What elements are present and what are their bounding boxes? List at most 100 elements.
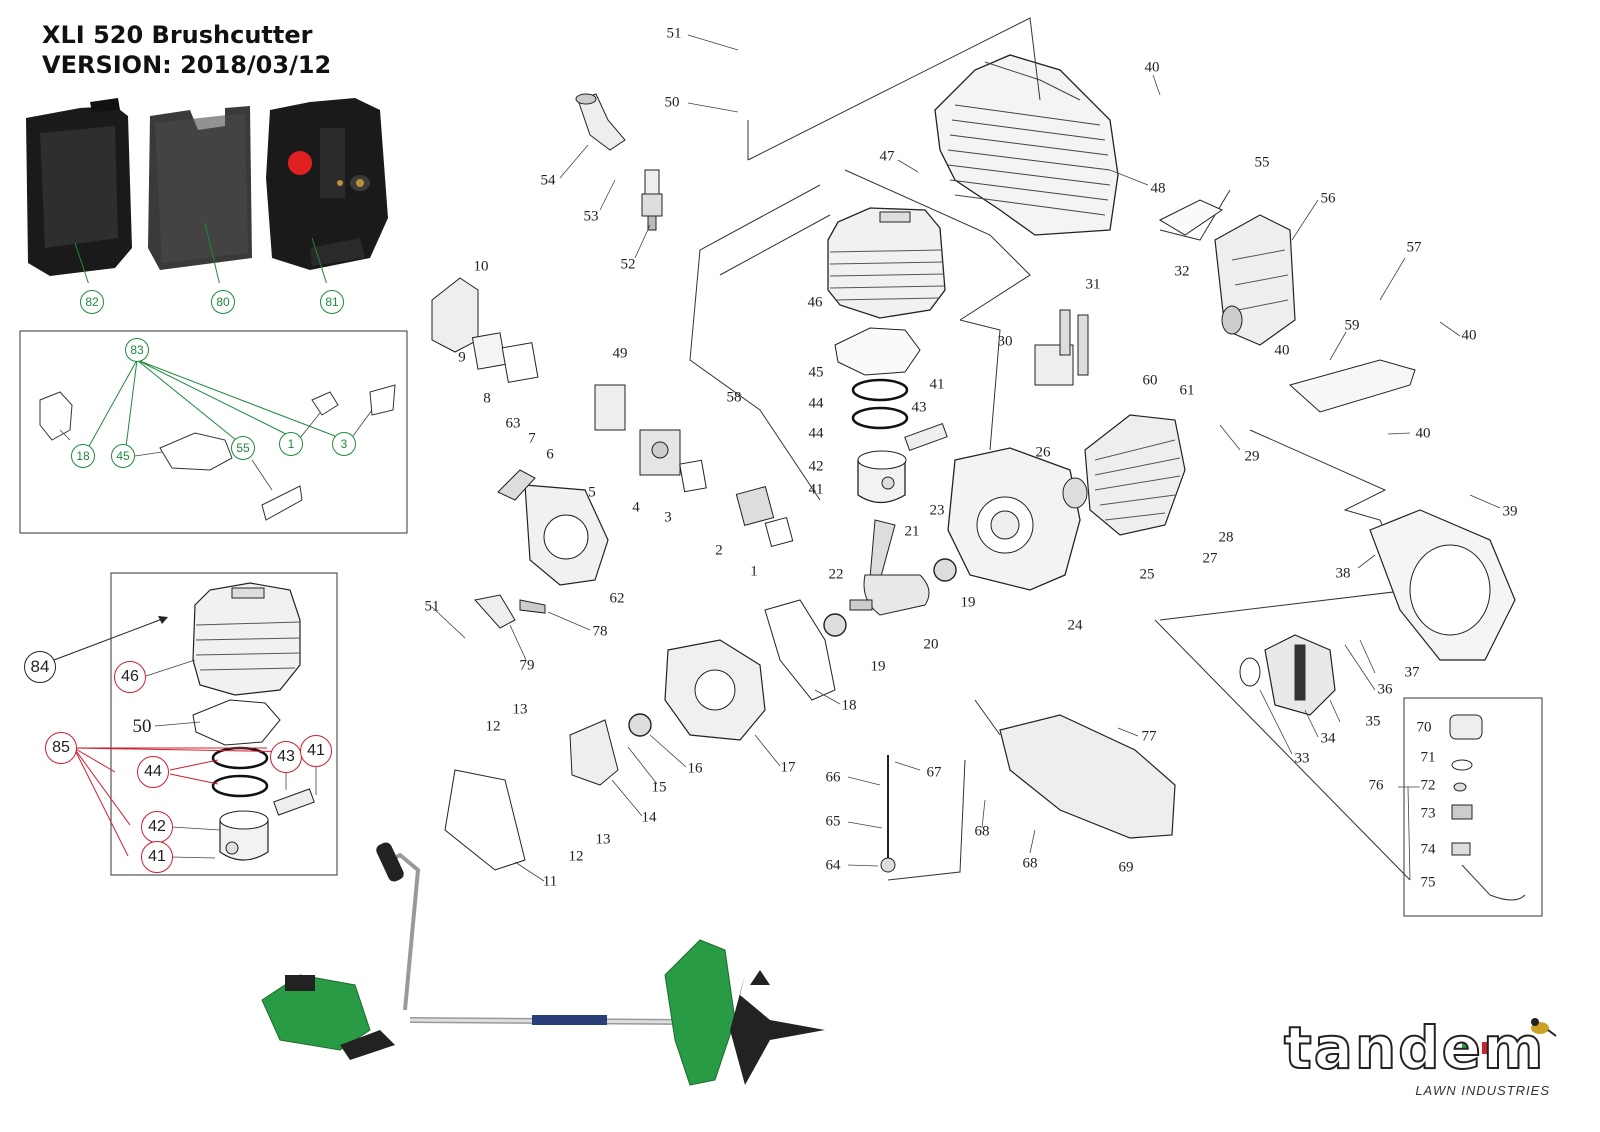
air-filter-housing-part	[431, 277, 479, 353]
filter-base-photo	[266, 98, 388, 270]
part-label: 19	[870, 658, 886, 675]
filter-plate-part	[501, 342, 539, 383]
cylinder-part	[827, 207, 946, 319]
ignition-coil-part	[1034, 309, 1089, 386]
clutch-washer-part	[1239, 657, 1261, 687]
callout-gasket-kit: 83	[125, 338, 149, 362]
callout-gasket-1: 1	[279, 432, 303, 456]
fuel-cap-part	[1449, 714, 1526, 901]
part-label: 50	[664, 94, 680, 111]
part-label: 45	[808, 364, 824, 381]
part-label: 34	[1320, 730, 1336, 747]
kit-cylinder-part	[192, 582, 301, 696]
callout-gasket-3: 3	[332, 432, 356, 456]
part-label: 61	[1179, 382, 1195, 399]
throttle-lever-part	[474, 594, 516, 629]
label-cap-72: 72	[1420, 777, 1436, 794]
brand-wordmark: tandem	[1283, 1013, 1546, 1083]
part-label: 55	[1254, 154, 1270, 171]
brand-tagline: LAWN INDUSTRIES	[1415, 1083, 1550, 1098]
diagram-title: XLI 520 Brushcutter VERSION: 2018/03/12	[42, 20, 331, 80]
part-label: 31	[1085, 276, 1101, 293]
piston-part	[857, 450, 907, 504]
part-label: 30	[997, 333, 1013, 350]
part-label: 63	[505, 415, 521, 432]
part-label: 40	[1274, 342, 1290, 359]
part-label: 14	[641, 809, 657, 826]
throttle-spring-part	[519, 599, 546, 614]
part-label: 44	[808, 425, 824, 442]
part-label: 24	[1067, 617, 1083, 634]
version-label: VERSION: 2018/03/12	[42, 51, 332, 79]
part-label: 13	[512, 701, 528, 718]
part-label: 51	[424, 598, 440, 615]
tank-mount-gasket-part	[444, 769, 526, 871]
part-label: 43	[911, 399, 927, 416]
callout-filter-cover: 82	[80, 290, 104, 314]
part-label: 5	[588, 484, 596, 501]
spark-plug-cap-part	[575, 93, 626, 151]
kit-piston-part	[219, 810, 269, 861]
part-label: 6	[546, 446, 554, 463]
fuel-tank-plate-part	[569, 719, 619, 786]
muffler-cover-part	[1288, 359, 1416, 413]
part-label: 2	[715, 542, 723, 559]
bearing-16-part	[628, 713, 652, 737]
part-label: 54	[540, 172, 556, 189]
part-label: 60	[1142, 372, 1158, 389]
part-label: 35	[1365, 713, 1381, 730]
part-label: 67	[926, 764, 942, 781]
part-label: 12	[568, 848, 584, 865]
brushcutter-photo	[261, 842, 825, 1086]
callout-kit-41a: 41	[300, 735, 332, 767]
filter-cover-photo	[26, 98, 132, 276]
part-label: 62	[609, 590, 625, 607]
part-label: 27	[1202, 550, 1218, 567]
air-filter-element-part	[471, 332, 507, 370]
part-label: 40	[1415, 425, 1431, 442]
logo-bird-icon	[1531, 1018, 1557, 1037]
callout-cylinder-assembly: 84	[24, 651, 56, 683]
callout-kit-44: 44	[137, 756, 169, 788]
callout-gasket-45: 45	[111, 444, 135, 468]
cylinder-cover-part	[934, 54, 1119, 236]
part-label: 64	[825, 857, 841, 874]
carb-gasket-part	[679, 459, 707, 493]
callout-gasket-18: 18	[71, 444, 95, 468]
callout-kit-42: 42	[141, 811, 173, 843]
part-label: 46	[807, 294, 823, 311]
crankcase-gasket-part	[764, 599, 836, 701]
part-label: 39	[1502, 503, 1518, 520]
callout-filter-base: 81	[320, 290, 344, 314]
part-label: 66	[825, 769, 841, 786]
part-label: 42	[808, 458, 824, 475]
label-cap-71: 71	[1420, 749, 1436, 766]
cylinder-gasket-part	[834, 327, 921, 376]
gasket-kit-frame	[19, 330, 408, 534]
spark-plug-part	[641, 169, 663, 231]
part-label: 78	[592, 623, 608, 640]
part-label: 15	[651, 779, 667, 796]
muffler-part	[1214, 214, 1296, 346]
brand-logo: tandem LAWN INDUSTRIES	[1283, 1013, 1556, 1100]
callout-cylinder-kit: 85	[45, 732, 77, 764]
part-label: 49	[612, 345, 628, 362]
label-cap-73: 73	[1420, 805, 1436, 822]
label-fuel-cap-kit: 76	[1368, 777, 1384, 794]
part-label: 8	[483, 390, 491, 407]
part-label: 22	[828, 566, 844, 583]
flywheel-part	[1084, 414, 1186, 536]
part-label: 7	[528, 430, 536, 447]
part-label: 11	[542, 873, 558, 890]
part-label: 69	[1118, 859, 1134, 876]
part-label: 51	[666, 25, 682, 42]
part-label: 16	[687, 760, 703, 777]
fuel-cap-kit-frame	[1403, 697, 1543, 917]
filter-foam-photo	[148, 106, 252, 270]
clutch-part	[1264, 634, 1336, 716]
cylinder-kit-frame	[110, 572, 338, 876]
part-label: 57	[1406, 239, 1422, 256]
part-label: 48	[1150, 180, 1166, 197]
crankcase-left-part	[664, 639, 766, 741]
carburetor-part	[594, 384, 681, 476]
